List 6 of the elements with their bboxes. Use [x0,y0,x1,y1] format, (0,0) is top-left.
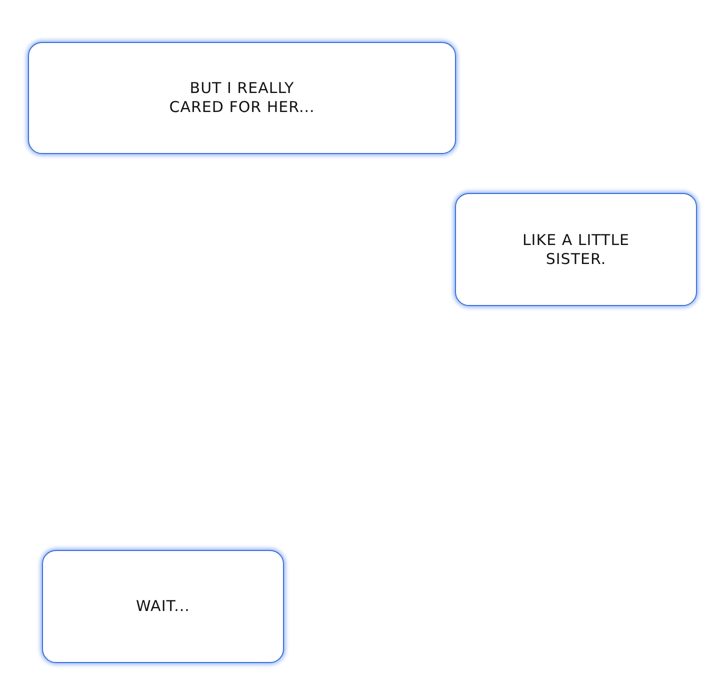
dialogue-text: BUT I REALLY CARED FOR HER... [168,79,316,117]
speech-box [42,550,284,663]
dialogue-text: LIKE A LITTLE SISTER. [521,230,631,268]
speech-box [455,193,697,306]
speech-box [28,42,456,154]
dialogue-text: WAIT... [136,597,190,616]
